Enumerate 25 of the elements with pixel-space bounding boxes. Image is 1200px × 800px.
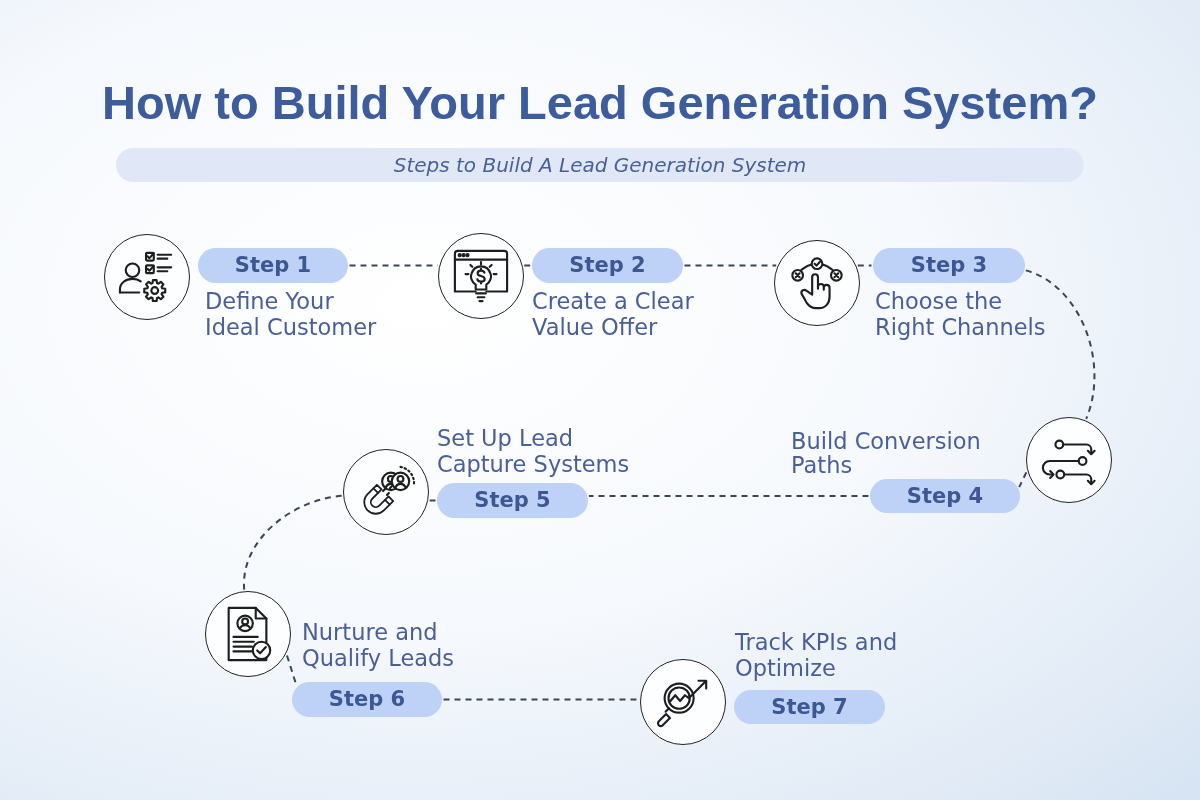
dashed-connector xyxy=(442,698,640,701)
step-pill: Step 4 xyxy=(870,479,1020,513)
step-description: Choose the Right Channels xyxy=(875,288,1046,340)
step-pill: Step 6 xyxy=(292,682,442,717)
step-description: Nurture and Qualify Leads xyxy=(302,619,455,671)
dashed-connector xyxy=(1024,269,1096,420)
dashed-connector xyxy=(683,264,778,267)
dashed-connector xyxy=(243,494,343,591)
step-pill: Step 3 xyxy=(873,248,1025,283)
dashed-connector xyxy=(1018,471,1028,489)
dashed-connector xyxy=(428,499,437,502)
step-pill: Step 5 xyxy=(437,483,588,518)
step-description: Define Your Ideal Customer xyxy=(205,288,377,340)
step-description: Build Conversion Paths xyxy=(791,429,981,477)
subtitle-band: Steps to Build A Lead Generation System xyxy=(116,148,1084,182)
step-pill: Step 7 xyxy=(734,690,885,724)
step-description: Create a Clear Value Offer xyxy=(532,288,694,340)
step-description: Track KPIs and Optimize xyxy=(735,629,898,681)
step-pill: Step 1 xyxy=(198,248,348,283)
title: How to Build Your Lead Generation System? xyxy=(102,76,1098,129)
step-description: Set Up Lead Capture Systems xyxy=(437,425,630,477)
step-pill: Step 2 xyxy=(532,248,683,283)
dashed-connector xyxy=(587,495,870,497)
dashed-connector xyxy=(523,264,532,267)
dashed-connector xyxy=(856,264,873,267)
